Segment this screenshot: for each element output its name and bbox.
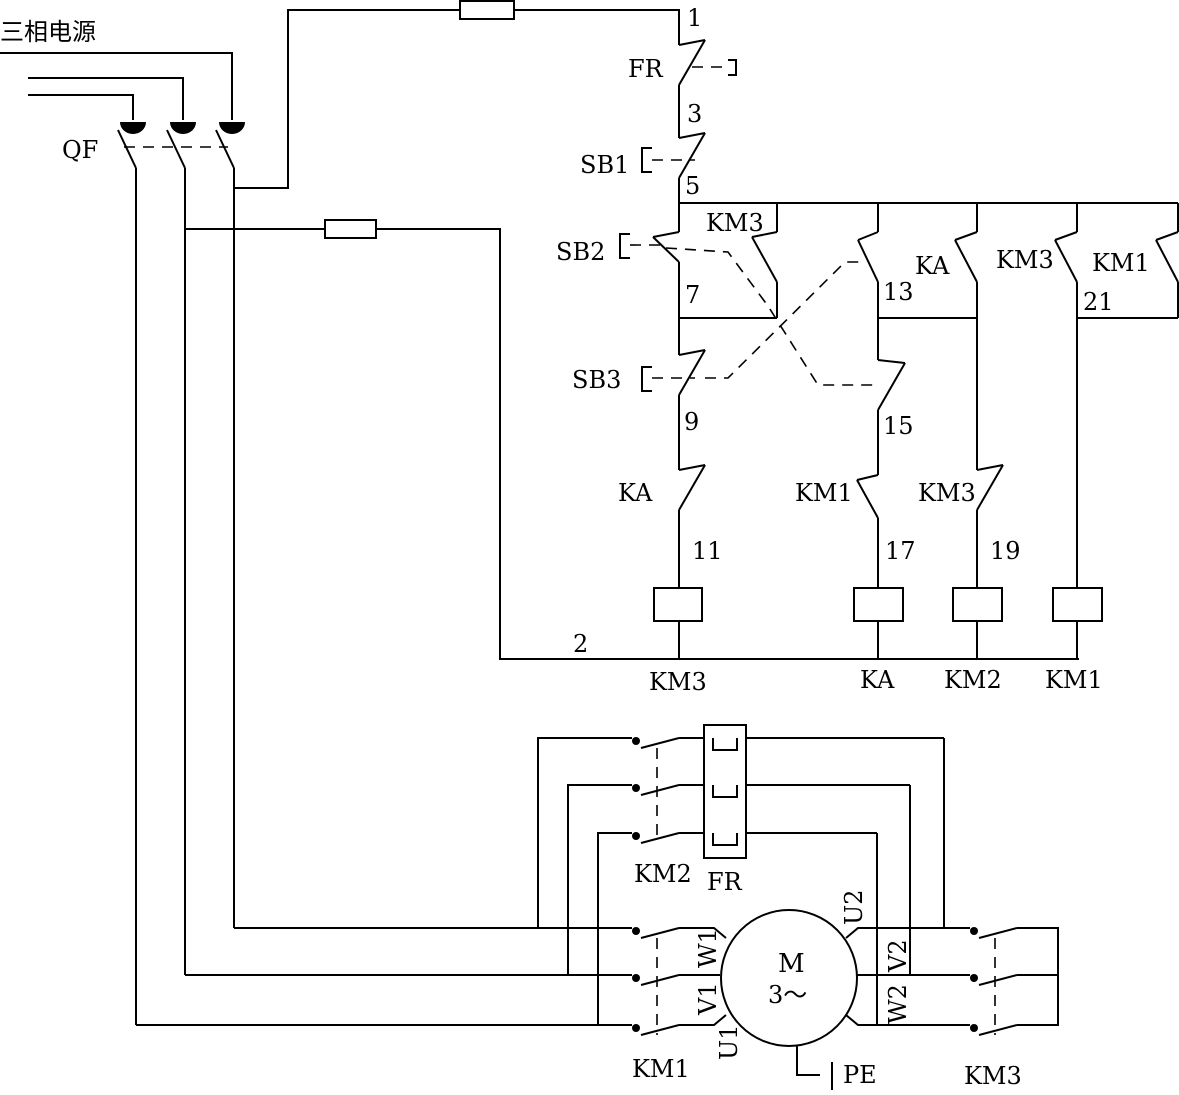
ka-top-label: KA: [915, 252, 950, 280]
column-ka: [853, 231, 977, 659]
km2-power-label: KM2: [634, 860, 692, 888]
supply-label: 三相电源: [0, 18, 96, 46]
terminal-v1: V1: [694, 982, 722, 1016]
pe-label: PE: [843, 1061, 877, 1089]
coil-km1-label: KM1: [1045, 666, 1103, 694]
breaker-label: QF: [62, 136, 98, 164]
terminal-w1: W1: [694, 928, 722, 968]
terminal-u2: U2: [840, 890, 868, 926]
ka-mid-label: KA: [618, 479, 653, 507]
control-feed: [185, 0, 1079, 660]
three-phase-supply: [0, 52, 245, 134]
km1-mid-label: KM1: [795, 479, 853, 507]
coil-km3-label: KM3: [649, 668, 707, 696]
column-km3: [619, 231, 778, 659]
control-bus: [678, 202, 1179, 232]
coil-km2-label: KM2: [944, 666, 1002, 694]
terminal-w2: W2: [884, 984, 912, 1024]
sb2-label: SB2: [556, 238, 605, 266]
motor-phase: 3～: [768, 981, 807, 1009]
node-11: 11: [692, 537, 723, 565]
breaker-qf: [117, 129, 235, 1025]
node-21: 21: [1083, 288, 1114, 316]
column-km2: [952, 231, 1004, 659]
km3-holding-label: KM3: [706, 209, 764, 237]
fuse-mid: [324, 219, 377, 239]
node-13: 13: [883, 278, 914, 306]
km3-mid-label: KM3: [918, 479, 976, 507]
column-km1: [1052, 231, 1179, 659]
fr-and-sb1: [641, 39, 737, 203]
km1-power-label: KM1: [632, 1055, 690, 1083]
km3-star-contacts: [970, 927, 1059, 1036]
node-2: 2: [573, 630, 588, 658]
fuse-top: [459, 0, 515, 20]
terminal-u1: U1: [715, 1025, 743, 1061]
node-1: 1: [687, 4, 702, 32]
node-19: 19: [990, 537, 1021, 565]
sb1-label: SB1: [580, 151, 629, 179]
sb3-label: SB3: [572, 366, 621, 394]
node-9: 9: [684, 408, 699, 436]
mechanical-linkages: [665, 247, 880, 386]
km2-and-fr-power: [537, 724, 945, 1025]
km3-top-label: KM3: [996, 246, 1054, 274]
coil-ka-label: KA: [860, 666, 895, 694]
node-15: 15: [883, 412, 914, 440]
fr-heater-label: FR: [707, 868, 743, 896]
node-5: 5: [685, 172, 700, 200]
km1-power-contacts: [136, 927, 727, 1036]
motor: [720, 909, 970, 1090]
node-3: 3: [687, 100, 702, 128]
node-7: 7: [685, 281, 700, 309]
km1-top-label: KM1: [1092, 249, 1150, 277]
node-17: 17: [885, 537, 916, 565]
motor-name: M: [778, 949, 805, 979]
fr-contact-label: FR: [628, 55, 664, 83]
terminal-v2: V2: [884, 939, 912, 973]
km3-power-label: KM3: [964, 1062, 1022, 1090]
